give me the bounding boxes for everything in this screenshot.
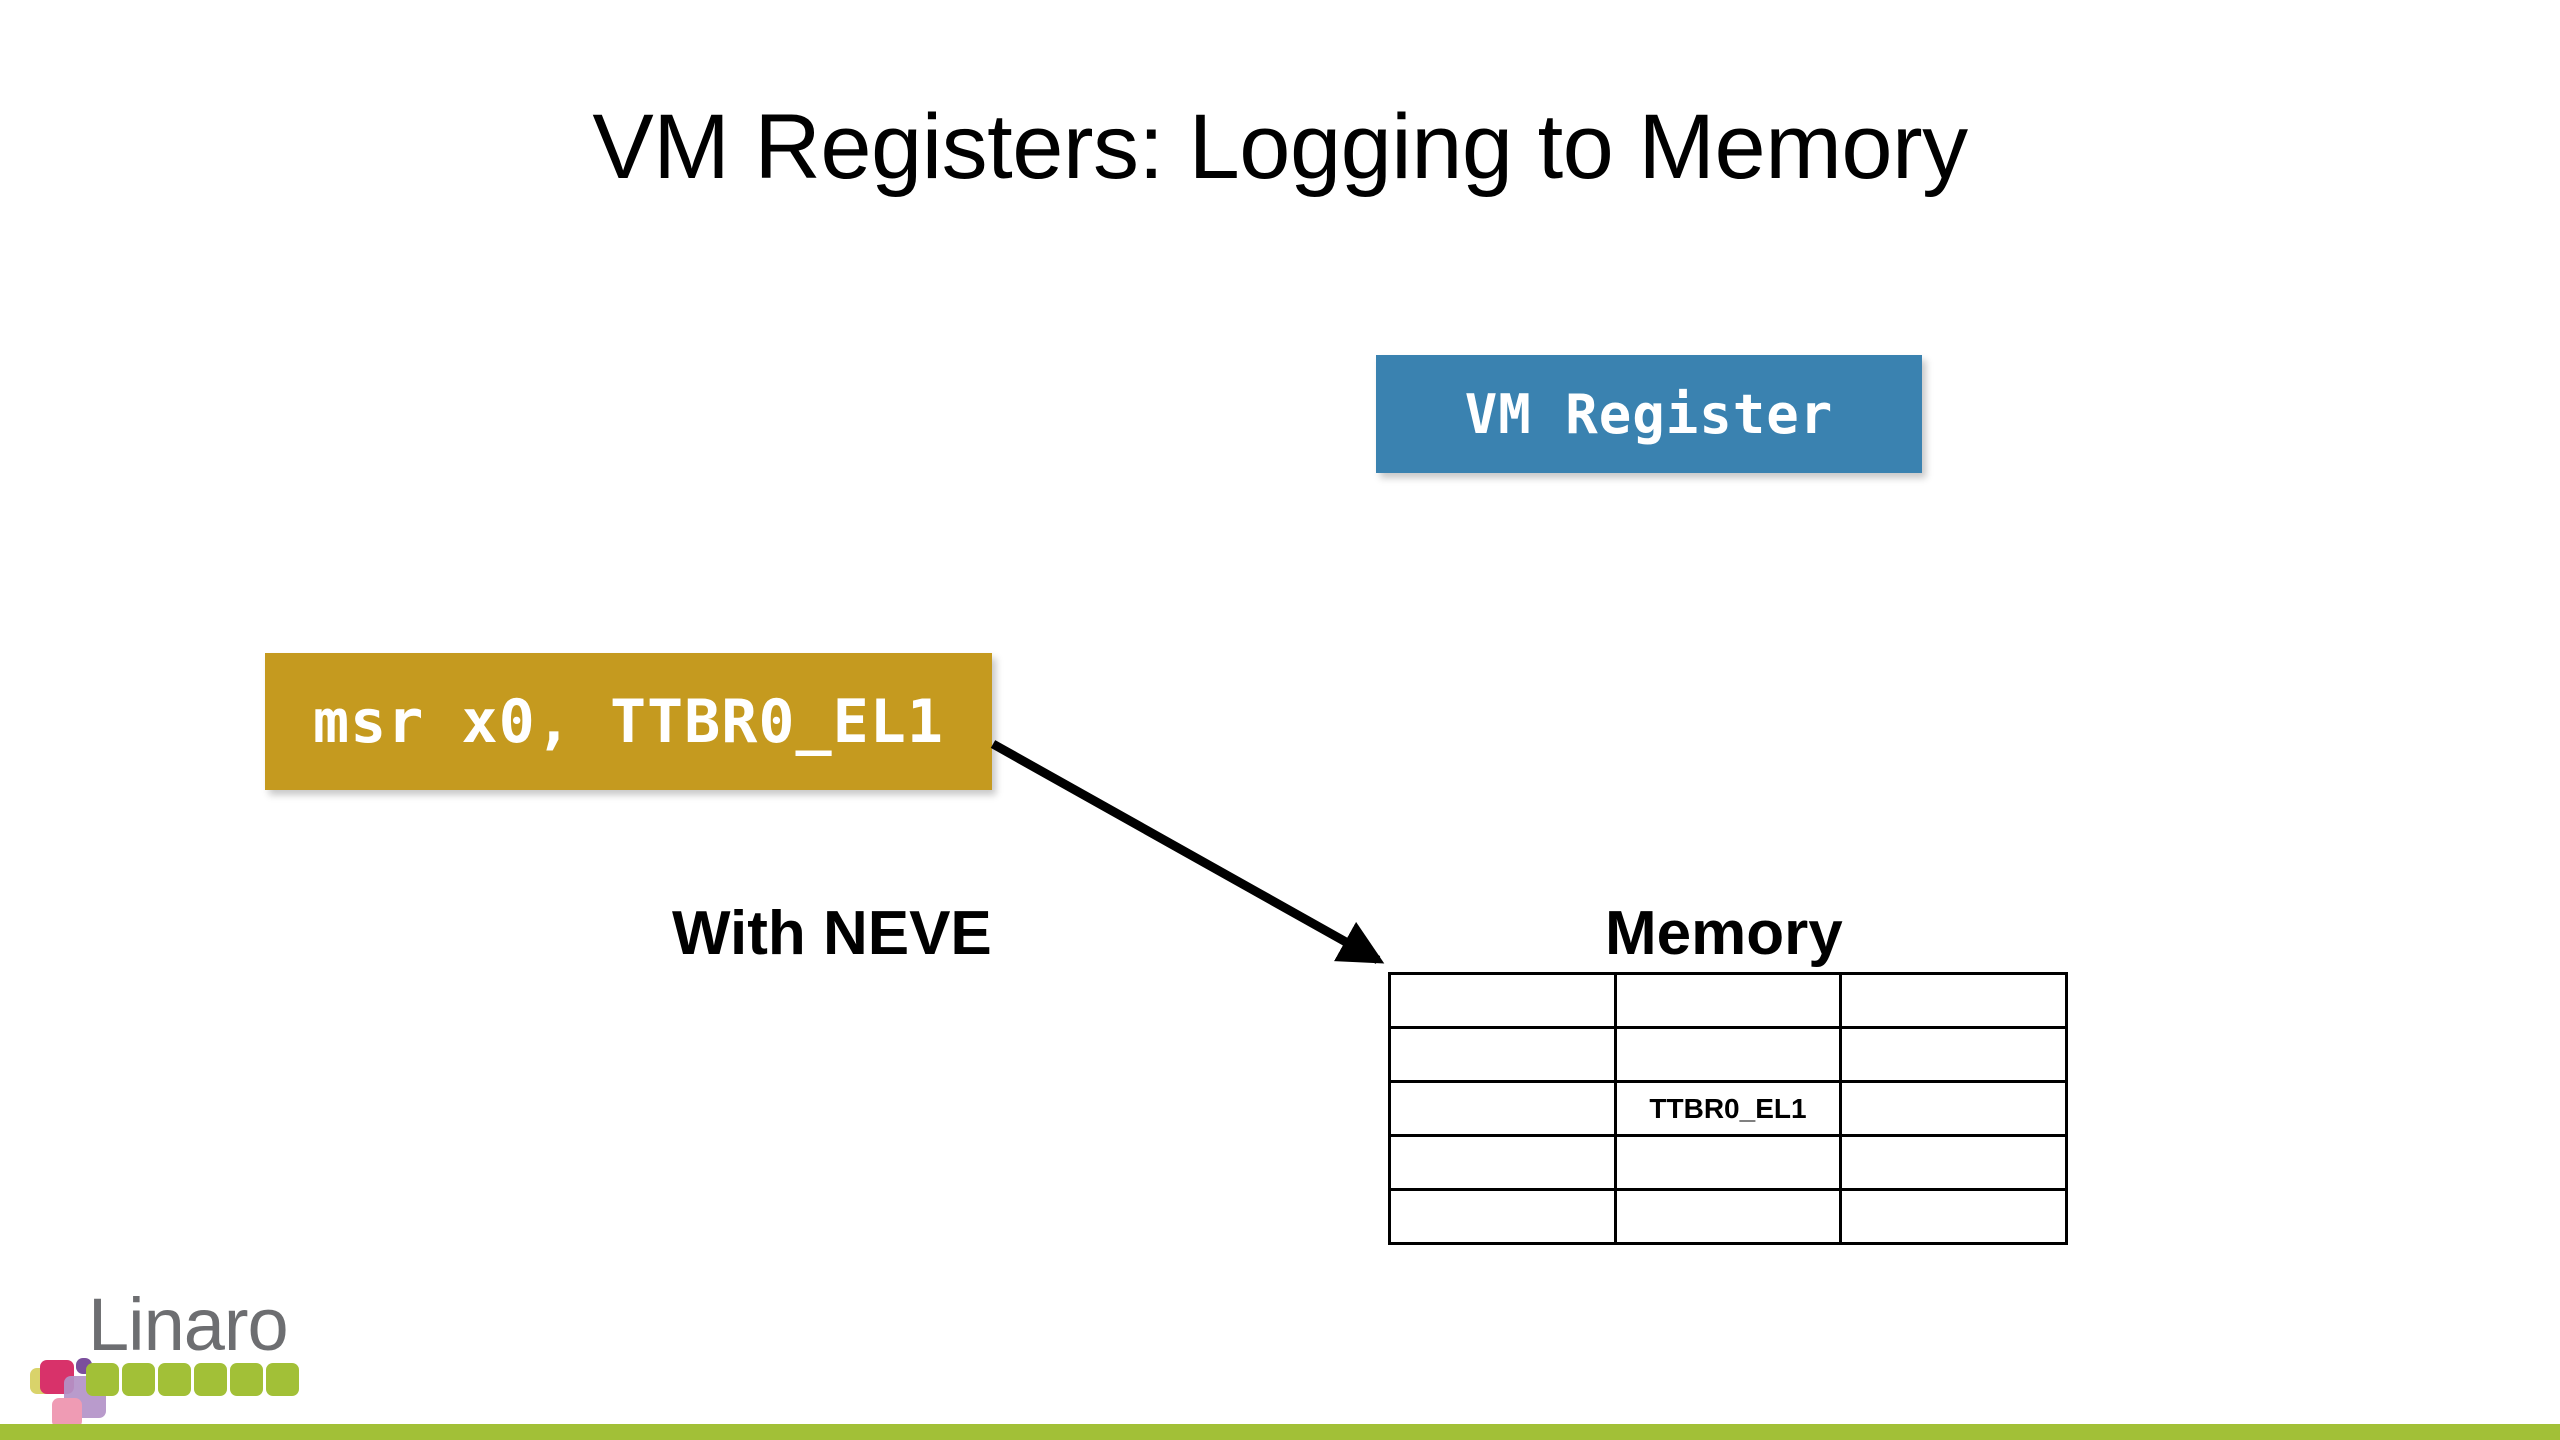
memory-cell: [1613, 1026, 1843, 1083]
memory-cell: [1388, 1134, 1617, 1191]
memory-cell-ttbr0-el1: TTBR0_EL1: [1613, 1080, 1843, 1137]
instruction-to-memory-arrow: [990, 740, 1385, 964]
memory-cell: [1613, 972, 1843, 1029]
vm-register-label: VM Register: [1464, 382, 1834, 446]
logo-square-green-2: [122, 1363, 155, 1396]
memory-cell: [1388, 1026, 1617, 1083]
logo-square-green-3: [158, 1363, 191, 1396]
memory-cell: [1839, 1080, 2068, 1137]
table-row: [1388, 1188, 2068, 1245]
table-row: [1388, 1026, 2068, 1083]
memory-cell: [1388, 1080, 1617, 1137]
msr-instruction-box: msr x0, TTBR0_EL1: [265, 653, 992, 790]
memory-cell: [1388, 972, 1617, 1029]
memory-cell: [1839, 1026, 2068, 1083]
page-title: VM Registers: Logging to Memory: [592, 96, 1968, 198]
memory-cell: [1613, 1188, 1843, 1245]
vm-register-box: VM Register: [1376, 355, 1922, 473]
footer-bar: [0, 1424, 2560, 1440]
memory-cell: [1388, 1188, 1617, 1245]
table-row: [1388, 972, 2068, 1029]
memory-cell: [1839, 972, 2068, 1029]
table-row: [1388, 1134, 2068, 1191]
logo-square-pink: [52, 1398, 82, 1428]
memory-table: TTBR0_EL1: [1388, 972, 2068, 1245]
msr-instruction-label: msr x0, TTBR0_EL1: [312, 686, 945, 757]
memory-cell: [1613, 1134, 1843, 1191]
memory-label: Memory: [1605, 899, 1843, 968]
with-neve-label: With NEVE: [672, 899, 992, 968]
memory-cell: [1839, 1134, 2068, 1191]
logo-square-green-5: [230, 1363, 263, 1396]
memory-cell: [1839, 1188, 2068, 1245]
logo-square-green-6: [266, 1363, 299, 1396]
linaro-logo: Linaro: [28, 1283, 358, 1428]
linaro-wordmark: Linaro: [88, 1283, 289, 1366]
table-row: TTBR0_EL1: [1388, 1080, 2068, 1137]
logo-square-green-1: [86, 1363, 119, 1396]
logo-square-green-4: [194, 1363, 227, 1396]
